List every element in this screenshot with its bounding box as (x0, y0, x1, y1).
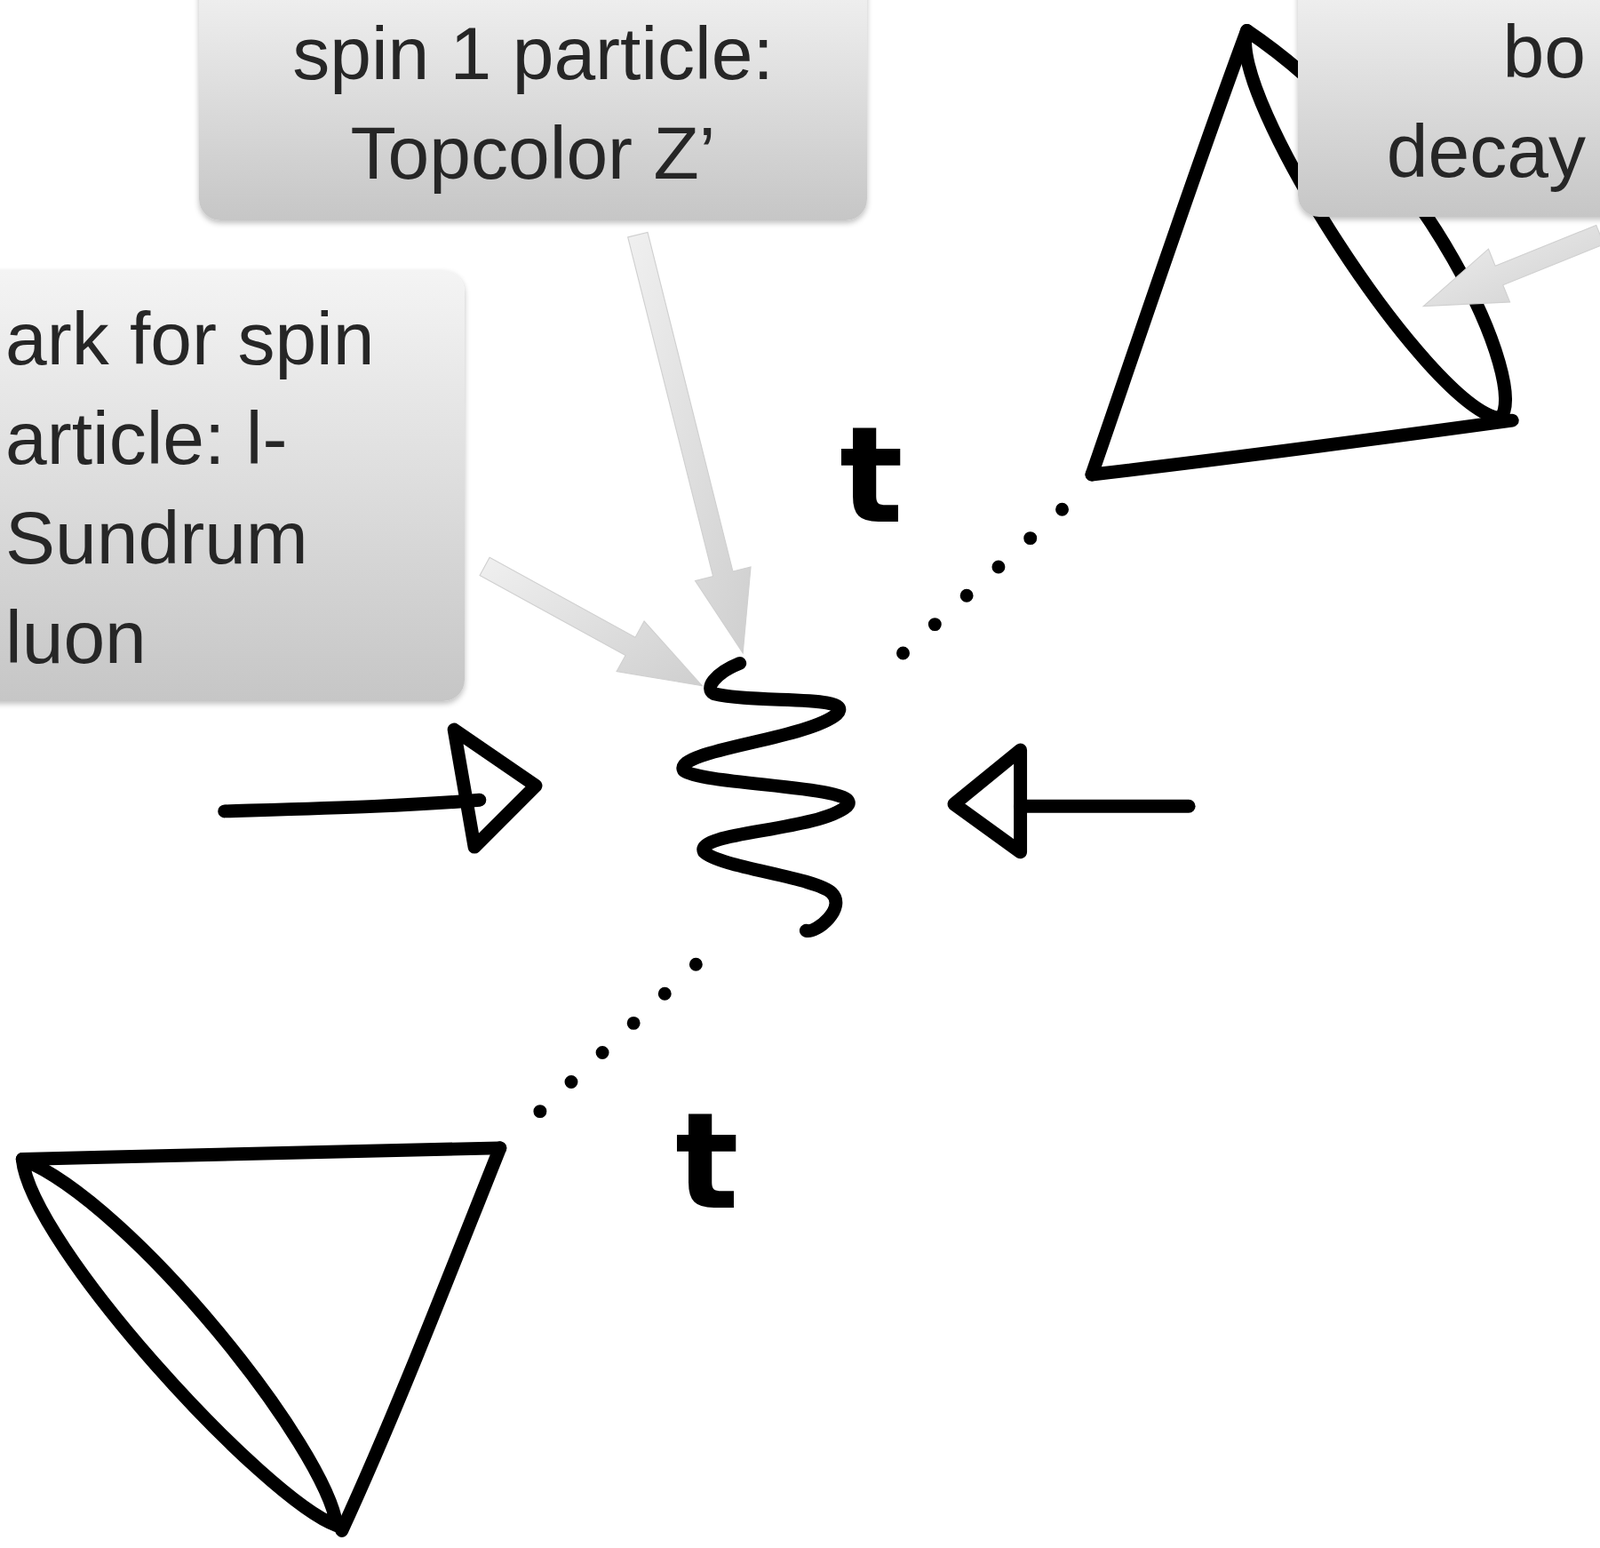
beam-arrow-left (224, 799, 480, 812)
callout-pointer (479, 557, 702, 685)
callout-pointer (1423, 224, 1600, 306)
top-quark-dots (903, 491, 1083, 653)
callout-box: bo decay (1297, 0, 1600, 217)
quark-label: t (839, 408, 904, 542)
resonance-wiggle (683, 662, 849, 931)
quark-label: t (675, 1094, 740, 1228)
bottom-cone-side (22, 1147, 501, 1160)
beam-arrowhead-left (453, 729, 536, 847)
top-cone-side (1091, 420, 1513, 475)
beam-arrowhead-right (954, 749, 1021, 852)
bottom-quark-dots (515, 963, 696, 1135)
callout-box: ark for spin article: l-Sundrum luon (0, 270, 465, 701)
callout-text: ark for spin article: l-Sundrum luon (5, 288, 456, 687)
callout-text: bo decay (1351, 1, 1586, 201)
beam-arrow-right (1020, 799, 1190, 813)
bottom-cone-rim (22, 1158, 337, 1525)
bottom-cone-side (342, 1147, 501, 1531)
top-cone-side (1091, 30, 1248, 475)
callout-box: spin 1 particle: Topcolor Z’ (199, 0, 868, 221)
callout-pointer (628, 231, 751, 653)
callout-text: spin 1 particle: Topcolor Z’ (216, 3, 850, 203)
